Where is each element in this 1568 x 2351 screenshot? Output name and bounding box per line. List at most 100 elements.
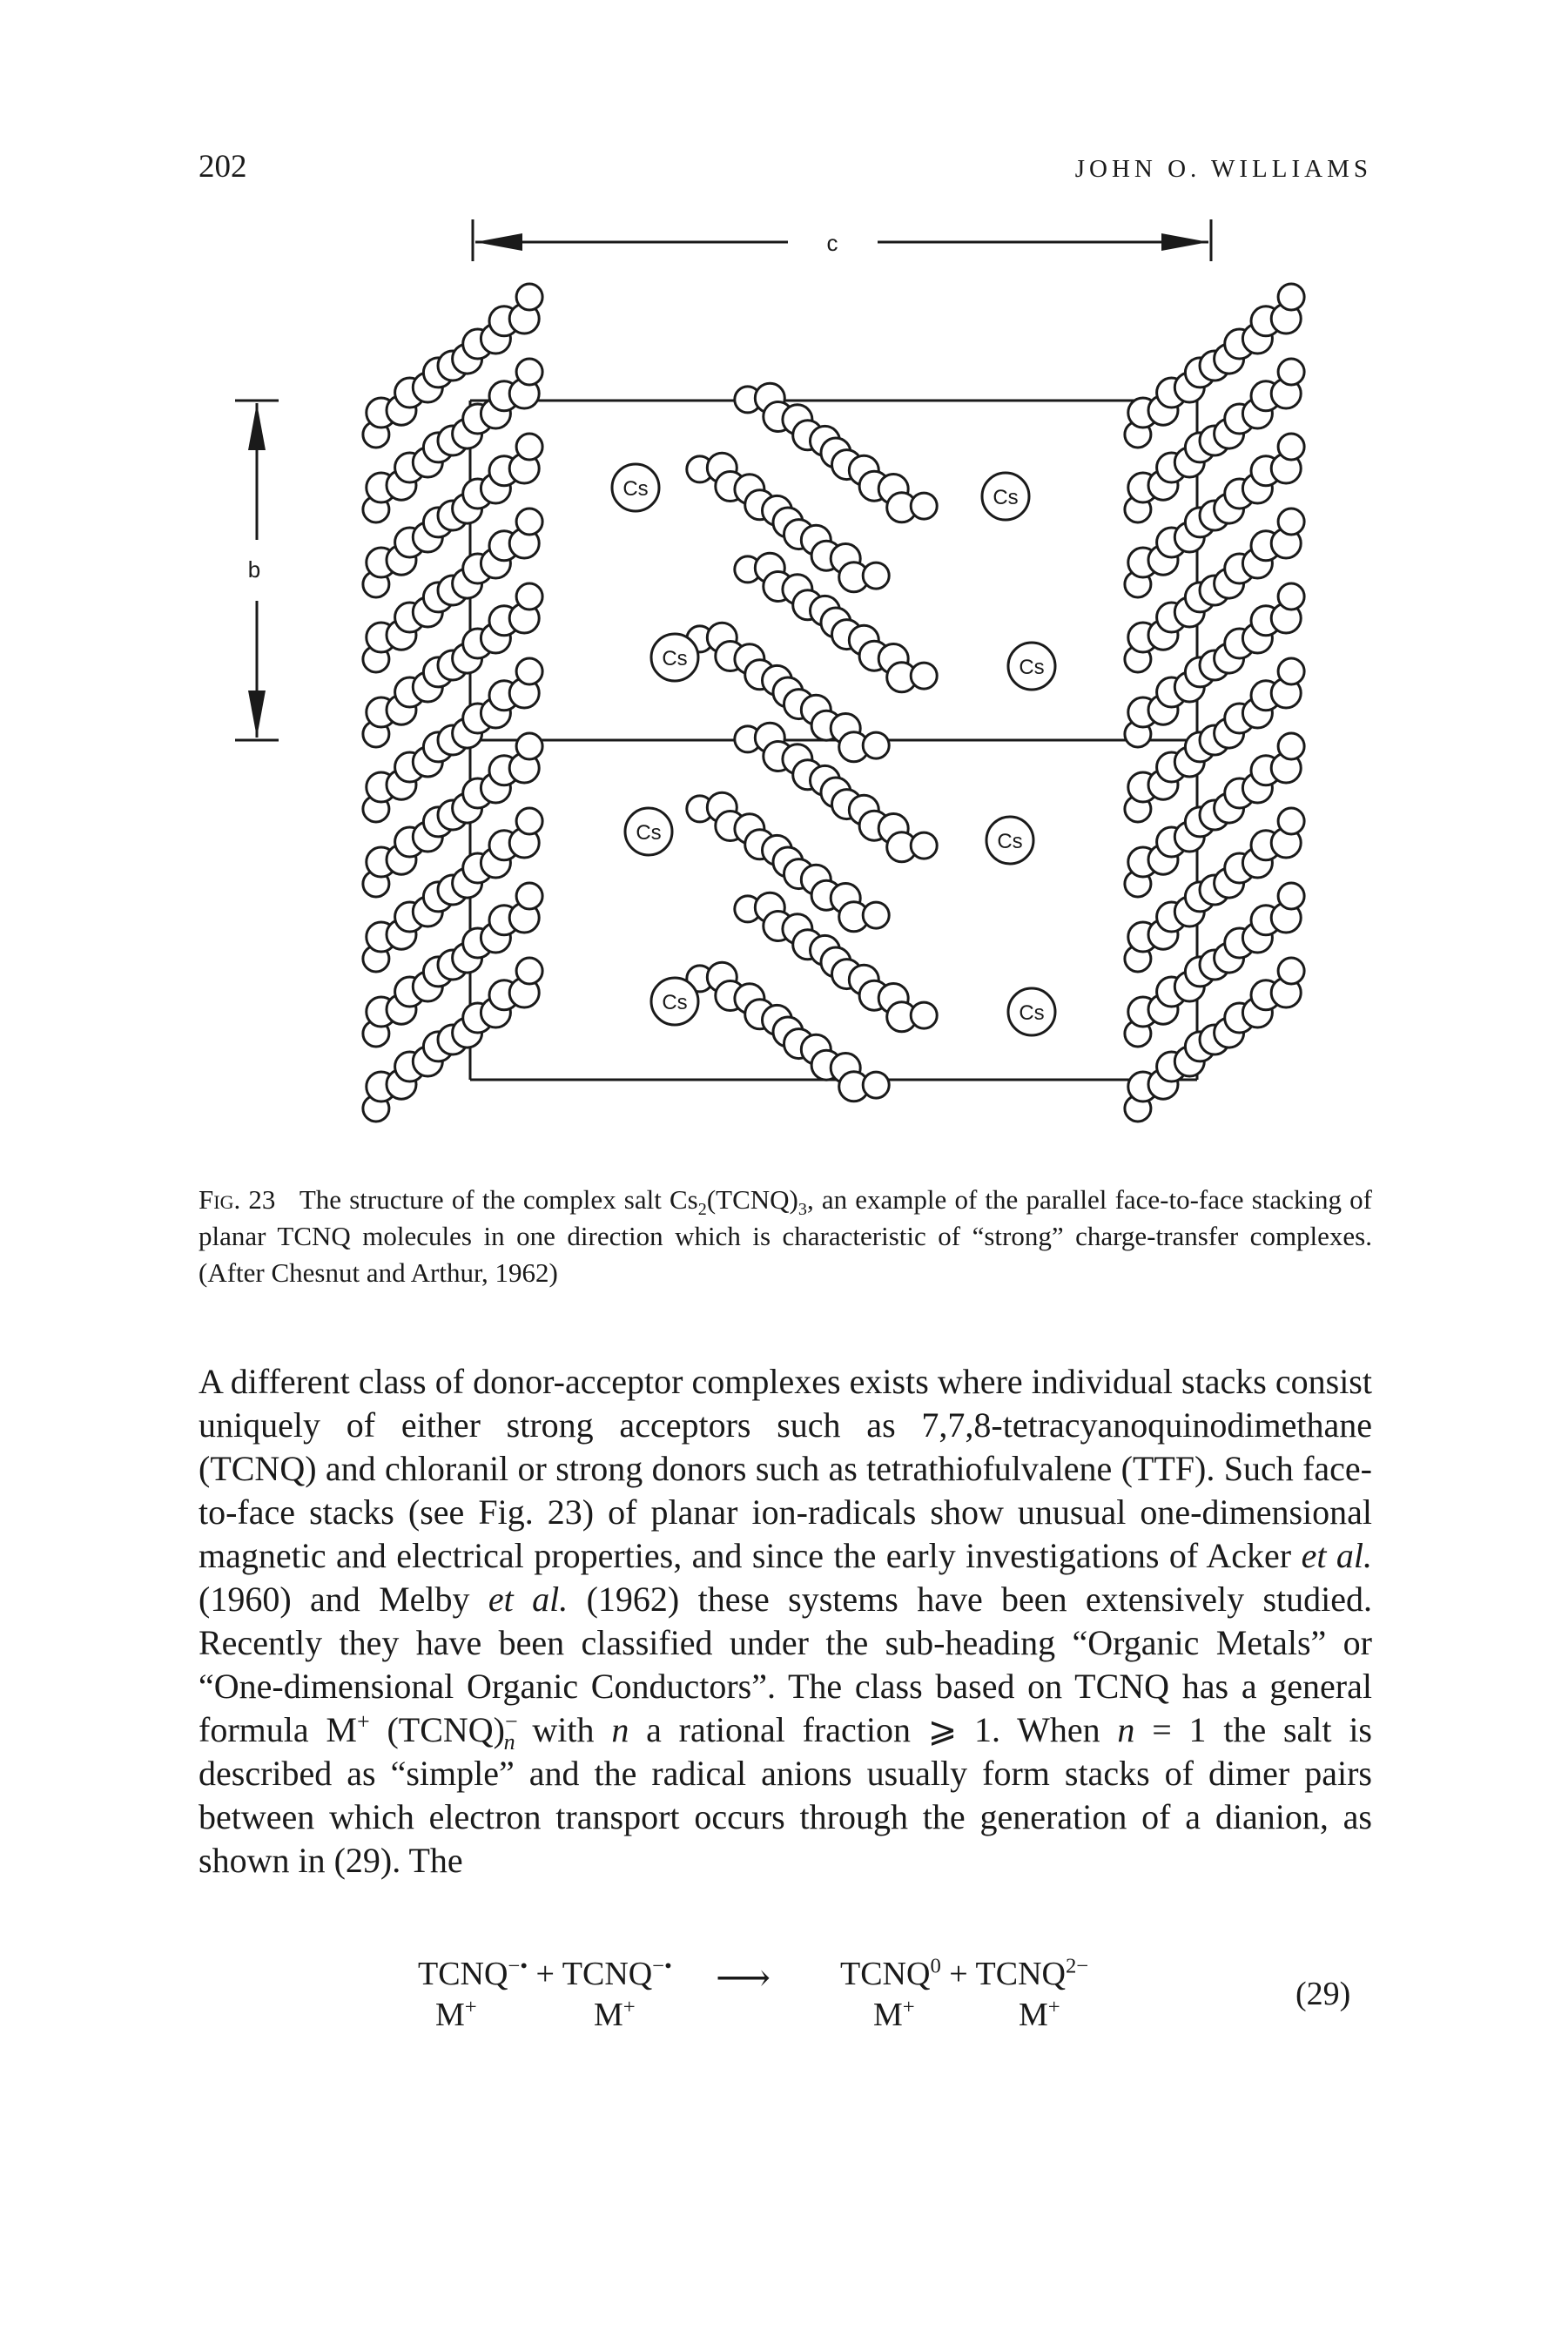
eq-term-tcnq-1: TCNQ — [418, 1956, 508, 1992]
tcnq-molecule — [685, 621, 891, 764]
tcnq-molecules — [361, 282, 1306, 1123]
paragraph-text-3: (1962) these systems have been extensive… — [199, 1580, 1372, 1749]
cs-ion: Cs — [1006, 641, 1057, 691]
atom — [515, 881, 544, 911]
tcnq-molecule — [1123, 282, 1306, 449]
equation-cation-1: M+ — [435, 1996, 477, 2034]
eq-radical-1: −• — [508, 1954, 528, 1978]
b-dimension-arrow — [235, 399, 279, 742]
cs-ion: Cs — [610, 462, 661, 513]
body-paragraph: A different class of donor-acceptor comp… — [199, 1360, 1372, 1883]
et-al-2: et al. — [488, 1580, 569, 1619]
cs-ion-label: Cs — [622, 477, 648, 501]
caption-text-start: The structure of the complex salt Cs — [299, 1184, 698, 1215]
eq-term-tcnq-3: TCNQ — [840, 1956, 931, 1992]
axis-label-c: c — [827, 230, 838, 256]
atom — [1276, 507, 1306, 536]
tcnq-molecule — [361, 507, 544, 674]
variable-n-2: n — [1117, 1710, 1135, 1749]
eq-term-tcnq-2: TCNQ — [562, 1956, 653, 1992]
anion-charge: − — [504, 1708, 518, 1735]
tcnq-molecule — [1123, 357, 1306, 524]
tcnq-molecule — [361, 881, 544, 1048]
tcnq-molecule — [733, 891, 939, 1034]
eq-cation-symbol: M — [1019, 1997, 1048, 2033]
tcnq-molecule — [733, 721, 939, 864]
atom — [515, 956, 544, 986]
atom — [515, 507, 544, 536]
atom — [909, 1000, 939, 1030]
eq-dianion-charge: 2− — [1066, 1954, 1089, 1978]
running-head: JOHN O. WILLIAMS — [1074, 155, 1372, 183]
atom — [909, 661, 939, 690]
tcnq-molecule — [1123, 881, 1306, 1048]
atom — [1276, 657, 1306, 686]
paragraph-text-6: a rational fraction ⩾ 1. When — [629, 1710, 1118, 1749]
eq-plus-1: + — [528, 1956, 562, 1992]
cs-ion: Cs — [985, 815, 1035, 866]
tcnq-molecule — [361, 731, 544, 899]
atom — [1276, 357, 1306, 387]
tcnq-molecule — [361, 432, 544, 599]
paragraph-text-5: with — [515, 1710, 612, 1749]
eq-cation-symbol: M — [594, 1997, 623, 2033]
figure-caption: Fig. 23 The structure of the complex sal… — [199, 1182, 1372, 1291]
tcnq-molecule — [361, 357, 544, 524]
tcnq-molecule — [361, 806, 544, 973]
atom — [861, 1070, 891, 1100]
eq-plus-2: + — [940, 1956, 976, 1992]
cs-ion: Cs — [649, 976, 700, 1027]
et-al-1: et al. — [1301, 1536, 1373, 1575]
atom — [861, 731, 891, 760]
cs-ion: Cs — [1006, 987, 1057, 1037]
equation-cation-3: M+ — [873, 1996, 915, 2034]
atom — [515, 731, 544, 761]
atom — [1276, 806, 1306, 836]
caption-subscript-2: 3 — [797, 1200, 807, 1220]
eq-cation-charge: + — [1047, 1995, 1060, 2019]
atom — [861, 561, 891, 590]
cs-ion-label: Cs — [636, 821, 661, 845]
atom — [1276, 881, 1306, 911]
eq-cation-symbol: M — [873, 1997, 903, 2033]
page-number: 202 — [199, 149, 247, 185]
figure-label: Fig. 23 — [199, 1184, 276, 1215]
paragraph-text-4: (TCNQ) — [369, 1710, 505, 1749]
tcnq-molecule — [1123, 806, 1306, 973]
tcnq-molecule — [361, 282, 544, 449]
equation-number: (29) — [1295, 1976, 1351, 2012]
equation-cation-4: M+ — [1019, 1996, 1060, 2034]
equation-arrow: ⟶ — [716, 1957, 771, 1999]
eq-cation-charge: + — [464, 1995, 477, 2019]
tcnq-molecule — [1123, 657, 1306, 824]
cs-ion: Cs — [623, 806, 674, 857]
atom — [1276, 731, 1306, 761]
equation-cation-2: M+ — [594, 1996, 636, 2034]
tcnq-molecule — [361, 582, 544, 749]
tcnq-molecule — [733, 381, 939, 524]
tcnq-molecule — [1123, 507, 1306, 674]
equation-lhs-top: TCNQ−• + TCNQ−• — [418, 1955, 672, 1993]
atom — [1276, 956, 1306, 986]
cs-ion-label: Cs — [1019, 1001, 1044, 1025]
variable-n-1: n — [611, 1710, 629, 1749]
atom — [515, 806, 544, 836]
cs-ion-label: Cs — [662, 991, 687, 1014]
eq-cation-symbol: M — [435, 1997, 465, 2033]
atom — [909, 831, 939, 860]
cs-ion-label: Cs — [662, 647, 687, 670]
cs-ion-label: Cs — [1019, 656, 1044, 679]
eq-cation-charge: + — [622, 1995, 636, 2019]
paragraph-text-2: (1960) and Melby — [199, 1580, 488, 1619]
tcnq-molecule — [1123, 956, 1306, 1123]
atom — [515, 582, 544, 611]
atom — [909, 491, 939, 521]
paragraph-text-7: = 1 the salt is described as “simple” an… — [199, 1710, 1372, 1880]
tcnq-molecule — [1123, 432, 1306, 599]
tcnq-molecule — [733, 551, 939, 694]
tcnq-molecule — [1123, 582, 1306, 749]
tcnq-molecule — [361, 956, 544, 1123]
equation-rhs-top: TCNQ0 + TCNQ2− — [840, 1955, 1088, 1993]
